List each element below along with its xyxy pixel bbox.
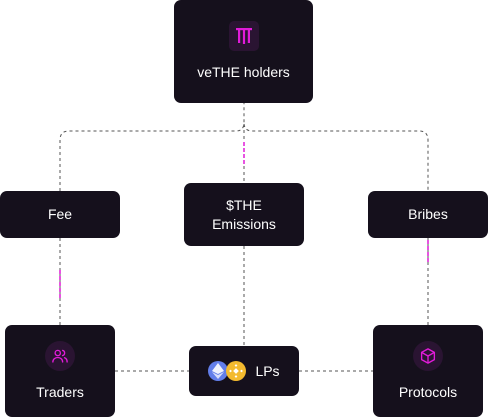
thena-logo-icon bbox=[228, 21, 259, 51]
node-traders-label: Traders bbox=[36, 384, 84, 400]
node-lps-label: LPs bbox=[255, 362, 280, 379]
node-emissions-label-line1: $THE bbox=[226, 196, 262, 213]
node-traders: Traders bbox=[5, 325, 115, 417]
node-vethe-holders-label: veTHE holders bbox=[197, 64, 290, 80]
users-icon bbox=[45, 341, 75, 371]
node-protocols: Protocols bbox=[373, 325, 483, 417]
node-fee-label: Fee bbox=[47, 206, 73, 222]
connector-holders-branch bbox=[59, 103, 429, 191]
node-vethe-holders: veTHE holders bbox=[174, 0, 313, 103]
bnb-icon bbox=[226, 361, 247, 381]
cube-icon bbox=[413, 341, 443, 371]
node-bribes-label: Bribes bbox=[408, 206, 448, 222]
node-protocols-label: Protocols bbox=[398, 384, 458, 400]
ethereum-icon bbox=[208, 361, 229, 381]
node-fee: Fee bbox=[0, 191, 120, 238]
node-lps: LPs bbox=[189, 346, 299, 396]
node-emissions-label-line2: Emissions bbox=[212, 215, 276, 232]
node-bribes: Bribes bbox=[368, 191, 488, 238]
node-emissions: $THE Emissions bbox=[184, 183, 304, 246]
